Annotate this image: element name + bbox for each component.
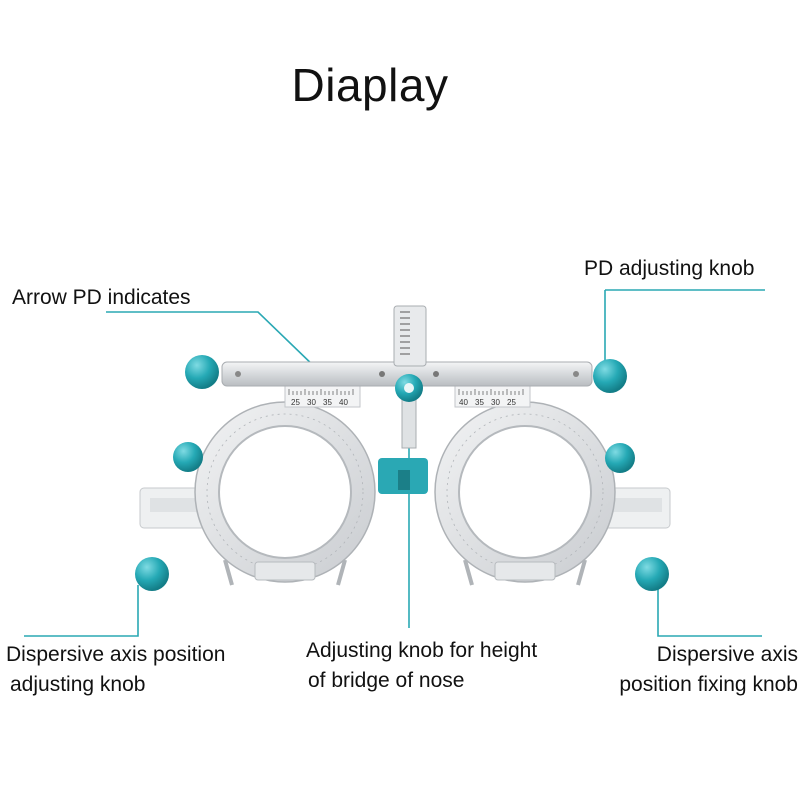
bridge-rack: [378, 305, 428, 494]
right-pd-scale: 40 35 30 25: [454, 371, 531, 408]
disp-axis-adjust-knob: [135, 557, 169, 591]
right-lens-cell: [434, 401, 616, 586]
label-pd-knob: PD adjusting knob: [584, 254, 754, 284]
callout-disp-fix: [657, 585, 762, 637]
label-arrow-pd: Arrow PD indicates: [12, 283, 191, 313]
callout-pd-knob: [604, 289, 765, 362]
left-lens-cell: [194, 401, 376, 586]
label-disp-axis-fix: Dispersive axis position fixing knob: [586, 640, 798, 700]
right-scale-30: 30: [491, 398, 500, 407]
right-scale-35: 35: [475, 398, 484, 407]
left-pd-scale: 25 30 35 40: [284, 371, 361, 408]
right-pd-knob: [593, 359, 627, 393]
label-disp-axis-fix-line2: position fixing knob: [619, 673, 798, 696]
label-bridge-height-line1: Adjusting knob for height: [306, 639, 538, 662]
disp-axis-fix-knob: [635, 557, 669, 591]
right-axis-knob: [605, 443, 635, 473]
label-disp-axis-adjust: Dispersive axis position adjusting knob: [6, 640, 225, 700]
right-side-block: [599, 487, 671, 529]
right-scale-40: 40: [459, 398, 468, 407]
left-scale-30: 30: [307, 398, 316, 407]
left-axis-knob: [173, 442, 203, 472]
diagram-title: Diaplay: [291, 59, 449, 111]
callout-arrow-pd: [106, 311, 319, 371]
label-pd-knob-text: PD adjusting knob: [584, 257, 755, 280]
label-disp-axis-adjust-line2: adjusting knob: [10, 673, 146, 696]
left-scale-40: 40: [339, 398, 348, 407]
left-scale-35: 35: [323, 398, 332, 407]
right-scale-25: 25: [507, 398, 516, 407]
left-scale-25: 25: [291, 398, 300, 407]
callout-lines: [24, 289, 765, 637]
knobs: [135, 355, 669, 591]
label-disp-axis-fix-line1: Dispersive axis: [656, 643, 798, 666]
left-pd-knob: [185, 355, 219, 389]
callout-disp-adjust: [24, 585, 139, 637]
label-bridge-height: Adjusting knob for height of bridge of n…: [306, 636, 537, 696]
label-bridge-height-line2: of bridge of nose: [308, 669, 465, 692]
label-disp-axis-adjust-line1: Dispersive axis position: [6, 643, 226, 666]
label-arrow-pd-text: Arrow PD indicates: [12, 286, 191, 309]
